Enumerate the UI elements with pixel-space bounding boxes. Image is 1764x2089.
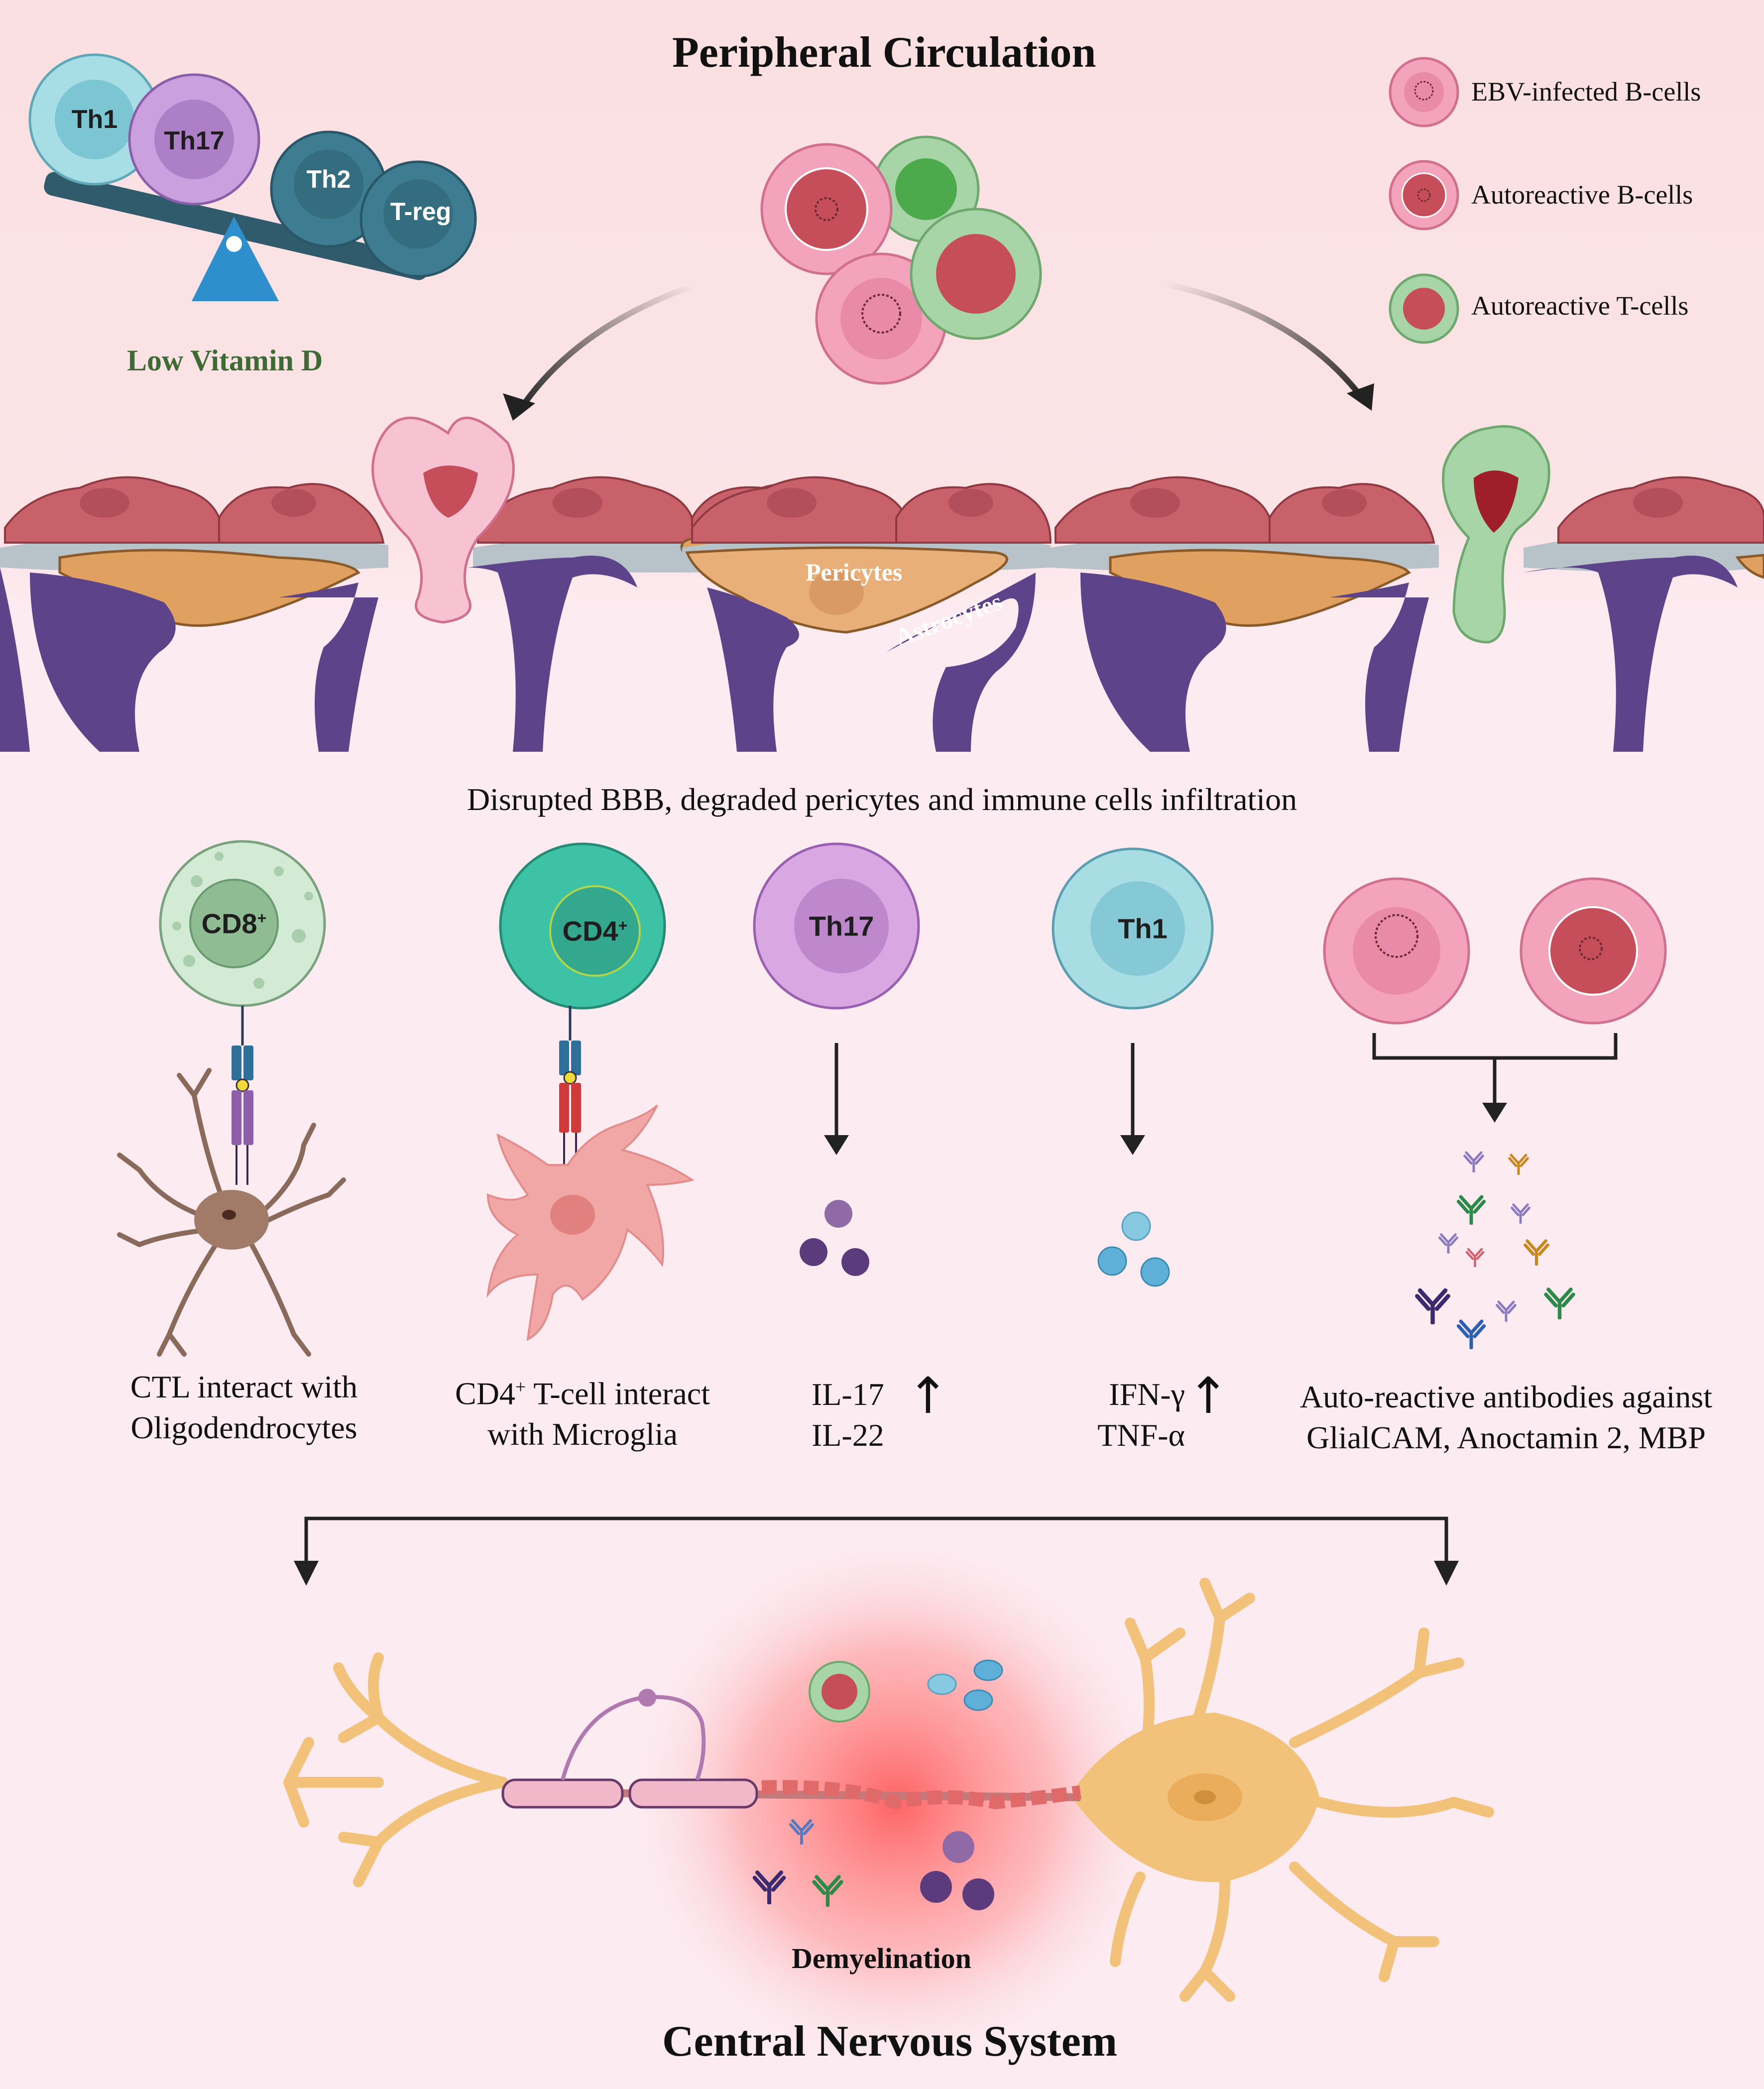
cd4-column xyxy=(486,842,695,1341)
th-imbalance-seesaw xyxy=(28,53,477,301)
cd8-label: CD8+ xyxy=(201,908,267,939)
myelin-sheath xyxy=(628,1778,758,1809)
myelin-sheath xyxy=(501,1778,624,1809)
th1-label: Th1 xyxy=(71,105,118,134)
ifn-molecule xyxy=(1121,1211,1151,1241)
bbb-unit xyxy=(1524,476,1764,752)
infiltrating-t-cell xyxy=(1442,425,1550,644)
il17-molecule xyxy=(824,1200,852,1228)
legend-ebv-label: EBV-infected B-cells xyxy=(1471,77,1701,107)
bbb-caption: Disrupted BBB, degraded pericytes and im… xyxy=(467,782,1297,817)
th17-label: Th17 xyxy=(164,126,225,155)
th1-column xyxy=(1052,847,1214,1287)
ifn-molecule xyxy=(1097,1246,1127,1276)
treg-label: T-reg xyxy=(390,198,452,226)
oligodendrocyte xyxy=(117,1068,346,1357)
th17-increase-arrow: ↑ xyxy=(907,1367,949,1425)
bbb-unit xyxy=(1051,476,1439,752)
legend xyxy=(1389,57,1459,344)
th17-large-label: Th17 xyxy=(809,910,874,942)
legend-tcell-label: Autoreactive T-cells xyxy=(1471,291,1689,321)
seesaw-fulcrum xyxy=(192,217,279,301)
antibody-column xyxy=(1323,877,1667,1348)
low-vitamin-d-label: Low Vitamin D xyxy=(127,344,323,377)
legend-bcell-label: Autoreactive B-cells xyxy=(1471,180,1693,210)
th1-large-label: Th1 xyxy=(1118,913,1168,944)
arrow-to-bbb-right xyxy=(1164,281,1367,403)
title-cns: Central Nervous System xyxy=(662,2017,1118,2066)
neuron xyxy=(283,1578,1494,2002)
cd8-column xyxy=(117,840,346,1357)
cns-immune-cells xyxy=(755,1659,1003,1910)
blood-brain-barrier xyxy=(0,416,1764,752)
pericytes-label: Pericytes xyxy=(806,558,903,586)
infiltrating-b-cell xyxy=(371,416,515,624)
cd4-label: CD4+ xyxy=(562,915,628,947)
tnf-molecule xyxy=(1140,1257,1170,1287)
demyelination-label: Demyelination xyxy=(792,1942,971,1974)
th2-label: Th2 xyxy=(306,165,351,193)
peripheral-cells xyxy=(760,135,1042,385)
title-peripheral: Peripheral Circulation xyxy=(672,28,1096,77)
bbb-unit xyxy=(0,476,388,752)
arrow-to-bbb-left xyxy=(515,283,694,415)
bbb-unit-center xyxy=(682,476,1052,752)
th17-column xyxy=(753,842,920,1276)
il22-molecule xyxy=(841,1248,869,1276)
il17-molecule xyxy=(800,1238,827,1266)
bracket-to-cns xyxy=(304,1516,1448,1561)
th1-increase-arrow: ↑ xyxy=(1187,1367,1229,1425)
